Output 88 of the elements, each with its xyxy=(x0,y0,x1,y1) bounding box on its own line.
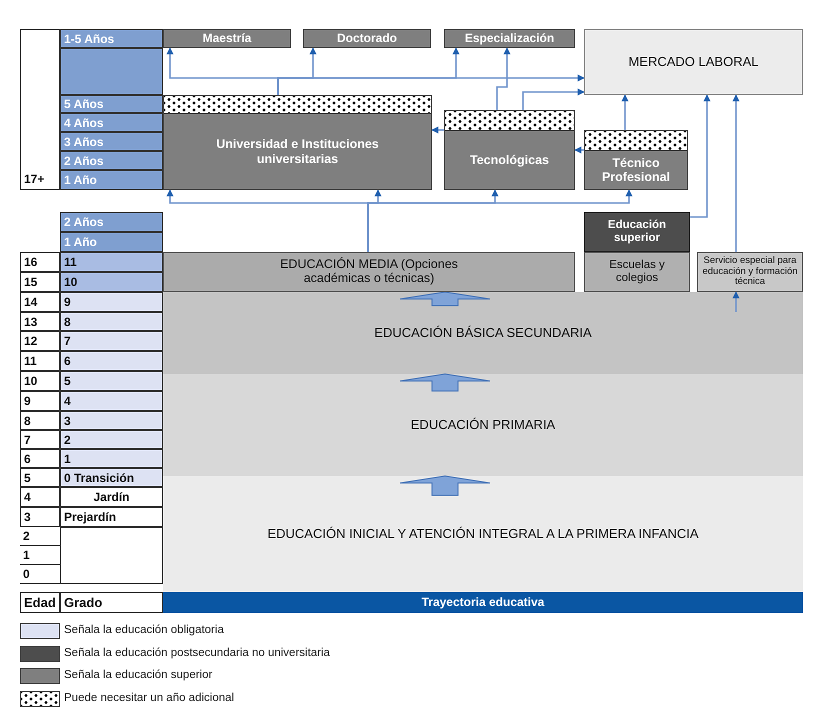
arrow xyxy=(367,189,632,252)
age-cell: 10 xyxy=(20,371,60,391)
box-label: Especialización xyxy=(464,32,556,46)
box-label: Doctorado xyxy=(336,32,398,46)
box-label: Escuelas y colegios xyxy=(608,258,666,286)
grade-cell: 7 xyxy=(60,331,163,351)
age-cell: Edad xyxy=(20,592,60,613)
level-band xyxy=(163,476,803,592)
dotted-band xyxy=(164,96,431,114)
grade-cell: 3 Años xyxy=(60,132,163,151)
age-cell: 11 xyxy=(20,351,60,371)
grade-cell: 1-5 Años xyxy=(60,29,163,48)
grade-cell: 4 Años xyxy=(60,113,163,132)
block-arrow xyxy=(400,292,490,306)
degree-box xyxy=(163,29,291,48)
arrow xyxy=(690,94,710,218)
level-band xyxy=(163,292,803,374)
box-label: EDUCACIÓN BÁSICA SECUNDARIA xyxy=(373,326,593,340)
box-label: Tecnológicas xyxy=(469,152,550,168)
box-label: EDUCACIÓN PRIMARIA xyxy=(410,418,556,432)
legend-text: Señala la educación superior xyxy=(64,669,212,681)
grade-cell: 9 xyxy=(60,292,163,312)
age-cell: 7 xyxy=(20,430,60,449)
degree-box xyxy=(303,29,431,48)
dotted-band xyxy=(585,131,687,151)
degree-box xyxy=(444,29,575,48)
institution-box xyxy=(584,130,688,190)
arrow xyxy=(574,146,584,154)
age-cell: 3 xyxy=(20,507,60,527)
arrow xyxy=(277,74,585,95)
dotted-band xyxy=(445,111,574,131)
grade-cell: 8 xyxy=(60,312,163,331)
block-arrow xyxy=(400,476,490,496)
box-label: EDUCACIÓN INICIAL Y ATENCIÓN INTEGRAL A LA PRIMERA INFANCIA xyxy=(266,526,700,542)
institution-box xyxy=(584,212,690,252)
institution-box xyxy=(444,110,575,190)
age-cell: 15 xyxy=(20,272,60,292)
grade-cell: 1 xyxy=(60,449,163,468)
age-cell: 4 xyxy=(20,487,60,507)
box-label: MERCADO LABORAL xyxy=(627,54,760,70)
grade-cell: 2 xyxy=(60,430,163,449)
grade-cell: Prejardín xyxy=(60,507,163,527)
grade-cell: 3 xyxy=(60,411,163,430)
age-cell: 5 xyxy=(20,468,60,487)
grade-cell: Grado xyxy=(60,592,163,613)
grade-cell: 0 Transición xyxy=(60,468,163,487)
labor-market-box xyxy=(584,29,803,95)
trajectory-bar xyxy=(163,592,803,613)
age-cell: 12 xyxy=(20,331,60,351)
arrow xyxy=(622,94,628,130)
grade-cell: 1 Año xyxy=(60,170,163,190)
grade-cell: 4 xyxy=(60,391,163,411)
box-label: Educación superior xyxy=(606,218,668,246)
grade-cell: 1 Año xyxy=(60,232,163,252)
grade-cell: 6 xyxy=(60,351,163,371)
grade-cell: Jardín xyxy=(60,487,163,507)
age-cell: 8 xyxy=(20,411,60,430)
box-label: Técnico Profesional xyxy=(600,156,672,184)
grade-cell: 11 xyxy=(60,252,163,272)
age-cell: 13 xyxy=(20,312,60,331)
institution-box xyxy=(584,252,690,292)
block-arrow xyxy=(400,374,490,392)
box-label: Trayectoria educativa xyxy=(420,596,546,610)
grade-cell: 2 Años xyxy=(60,212,163,232)
box-label: Maestría xyxy=(202,32,252,46)
arrow xyxy=(496,47,510,110)
legend-text: Puede necesitar un año adicional xyxy=(64,692,234,704)
age-cell: 9 xyxy=(20,391,60,411)
grade-cell: 5 Años xyxy=(60,95,163,113)
level-box xyxy=(163,252,575,292)
level-band xyxy=(163,374,803,476)
age-cell: 16 xyxy=(20,252,60,272)
age-cell: 17+ xyxy=(20,29,60,190)
arrow xyxy=(522,88,585,110)
box-label: Servicio especial para educación y formación técnica xyxy=(701,256,799,288)
grade-cell: 5 xyxy=(60,371,163,391)
age-cell: 14 xyxy=(20,292,60,312)
arrow xyxy=(732,94,740,252)
grade-cell: 2 Años xyxy=(60,151,163,170)
institution-box xyxy=(163,95,432,190)
box-label: Universidad e Instituciones universitarias xyxy=(215,137,380,166)
arrow xyxy=(431,126,444,134)
arrow xyxy=(732,291,740,312)
box-label: EDUCACIÓN MEDIA (Opciones académicas o técnicas) xyxy=(279,257,459,286)
legend-text: Señala la educación obligatoria xyxy=(64,624,224,636)
legend-text: Señala la educación postsecundaria no universitaria xyxy=(64,646,330,658)
age-cell: 6 xyxy=(20,449,60,468)
grade-cell: 10 xyxy=(60,272,163,292)
